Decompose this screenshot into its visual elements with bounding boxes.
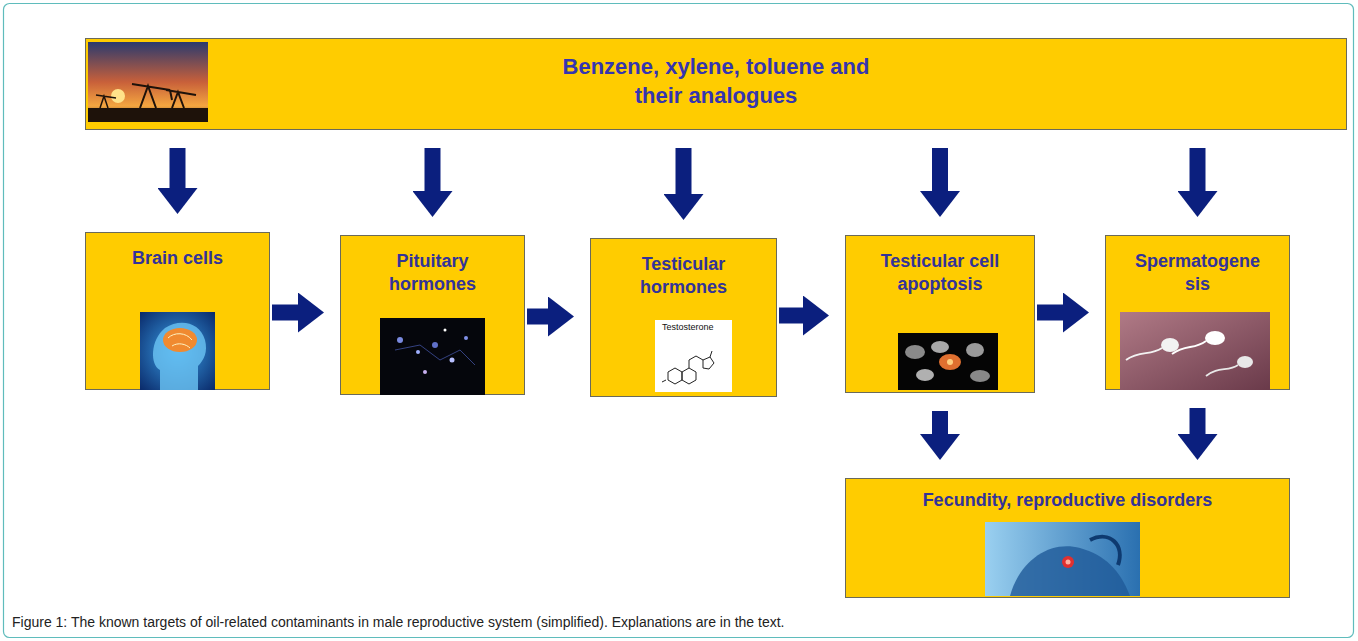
- oil-field-picture: [88, 42, 208, 122]
- oil-field-picture: [111, 89, 125, 103]
- block-arrow: [425, 148, 441, 191]
- node-label: Pituitary hormones: [373, 250, 493, 297]
- oil-field-picture: [88, 42, 208, 122]
- block-arrow: [779, 308, 803, 324]
- sperm-picture: [1120, 312, 1270, 390]
- testosterone-structure: [662, 351, 714, 384]
- figure-caption: Figure 1: The known targets of oil-relat…: [12, 614, 784, 630]
- oil-field-picture: [166, 90, 196, 108]
- brain-picture: [153, 323, 206, 390]
- pituitary-picture: [397, 337, 403, 343]
- reproductive-organ-picture: [985, 522, 1140, 596]
- node-label: Benzene, xylene, toluene and their analo…: [556, 53, 876, 110]
- pituitary-picture: [450, 358, 455, 363]
- brain-picture: [140, 312, 215, 390]
- block-arrow: [527, 309, 548, 325]
- oil-field-picture: [88, 108, 208, 122]
- sperm-picture: [1161, 338, 1179, 352]
- reproductive-organ-picture: [1062, 556, 1074, 568]
- apoptosis-picture: [931, 341, 949, 353]
- node-label: Testicular hormones: [624, 253, 744, 300]
- testosterone-structure: [655, 320, 732, 392]
- apoptosis-picture: [947, 359, 953, 365]
- source-band: Benzene, xylene, toluene and their analo…: [85, 38, 1347, 130]
- pituitary-picture: [416, 350, 420, 354]
- pituitary-picture: [380, 318, 485, 395]
- apoptosis-picture: [966, 343, 984, 357]
- sperm-picture: [1206, 365, 1238, 376]
- sperm-picture: [1126, 348, 1162, 360]
- pituitary-picture: [423, 370, 427, 374]
- block-arrow: [932, 411, 948, 434]
- block-arrow: [170, 148, 186, 188]
- node-label: Spermatogene sis: [1128, 250, 1268, 297]
- apoptosis-picture: [898, 333, 998, 390]
- apoptosis-picture: [939, 354, 961, 370]
- block-arrow: [1190, 148, 1206, 191]
- node-label: Fecundity, reproductive disorders: [923, 489, 1213, 512]
- block-arrow: [1190, 408, 1206, 434]
- brain-picture: [163, 328, 197, 352]
- sperm-picture: [1237, 356, 1253, 368]
- pituitary-picture: [464, 336, 468, 340]
- image-label: Testosterone: [662, 322, 714, 332]
- block-arrow: [1037, 305, 1063, 321]
- pituitary-picture: [380, 318, 485, 395]
- block-arrow: [932, 148, 948, 191]
- brain-picture: [168, 334, 192, 348]
- pituitary-picture: [444, 329, 447, 332]
- pituitary-picture: [395, 345, 475, 365]
- node-label: Brain cells: [132, 247, 223, 270]
- pituitary-picture: [432, 342, 438, 348]
- node-label: Testicular cell apoptosis: [860, 250, 1020, 297]
- block-arrow: [676, 148, 692, 194]
- testosterone-structure: [655, 320, 732, 392]
- apoptosis-picture: [970, 370, 990, 382]
- apoptosis-picture: [916, 369, 934, 381]
- reproductive-organ-picture: [1066, 560, 1071, 565]
- block-arrow: [272, 305, 298, 321]
- apoptosis-picture: [905, 345, 925, 359]
- oil-field-picture: [96, 95, 116, 108]
- sperm-picture: [1172, 341, 1206, 354]
- reproductive-organ-picture: [1090, 537, 1120, 565]
- frame-border: [4, 4, 1354, 638]
- apoptosis-picture: [898, 333, 998, 390]
- brain-picture: [140, 312, 215, 390]
- oil-field-picture: [132, 84, 172, 108]
- reproductive-organ-picture: [1010, 546, 1130, 596]
- sperm-picture: [1205, 331, 1225, 345]
- reproductive-organ-picture: [985, 522, 1140, 596]
- sperm-picture: [1120, 312, 1270, 390]
